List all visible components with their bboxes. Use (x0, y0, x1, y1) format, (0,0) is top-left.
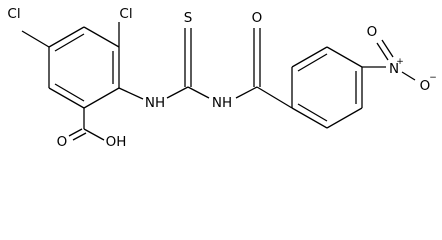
nitro-oxygen-double-bond (376, 42, 389, 61)
chlorine-label: Cl (7, 6, 20, 22)
ring-bond (291, 46, 328, 68)
nitro-oxygen-label: O (367, 24, 378, 40)
chlorine-bond-left (21, 30, 50, 48)
aromatic-double-bond (297, 53, 328, 72)
positive-charge-label: + (396, 57, 404, 67)
ring-bond (326, 107, 363, 129)
carbonyl-to-ring-bond (256, 86, 293, 109)
dichlorobenzoic-ring (48, 26, 120, 109)
acid-hydroxyl-bond (83, 128, 105, 141)
ring-bond (83, 87, 120, 109)
ring-bond (48, 26, 85, 48)
carbonyl-oxygen-label: O (252, 10, 263, 26)
nitro-oxygen-single-bond (401, 71, 416, 81)
ring-to-nh-bond (118, 87, 144, 100)
ring-bond (83, 26, 120, 48)
amine-label: NH (212, 95, 232, 111)
ring-bond (291, 107, 328, 129)
aromatic-double-bond (54, 83, 85, 102)
thiocarbon-to-nh-bond (187, 86, 210, 99)
sulfur-label: S (184, 10, 193, 26)
acid-carbonyl-double-bond (68, 128, 83, 137)
chlorine-label: Cl (119, 6, 132, 22)
ring-bond (326, 46, 363, 68)
aromatic-double-bond (54, 33, 85, 52)
aromatic-double-bond (297, 103, 328, 122)
nitro-nitrogen-label: N (389, 61, 399, 77)
nh-to-thiocarbon-bond (166, 86, 189, 99)
negative-charge-label: − (429, 73, 437, 83)
nitro-oxygen-double-bond (381, 39, 394, 58)
acid-carbonyl-double-bond (72, 132, 87, 141)
ring-bond (48, 87, 85, 109)
chemical-structure-diagram: Cl Cl NH S NH O N + O O − O OH (7, 6, 437, 150)
acid-oxygen-label: O (57, 134, 68, 150)
nitro-oxygen-label: O (420, 78, 431, 94)
nh-to-carbonyl-bond (235, 86, 258, 99)
nitrobenzoyl-ring (291, 46, 363, 129)
amine-label: NH (145, 95, 165, 111)
acid-hydroxyl-label: OH (106, 134, 127, 150)
